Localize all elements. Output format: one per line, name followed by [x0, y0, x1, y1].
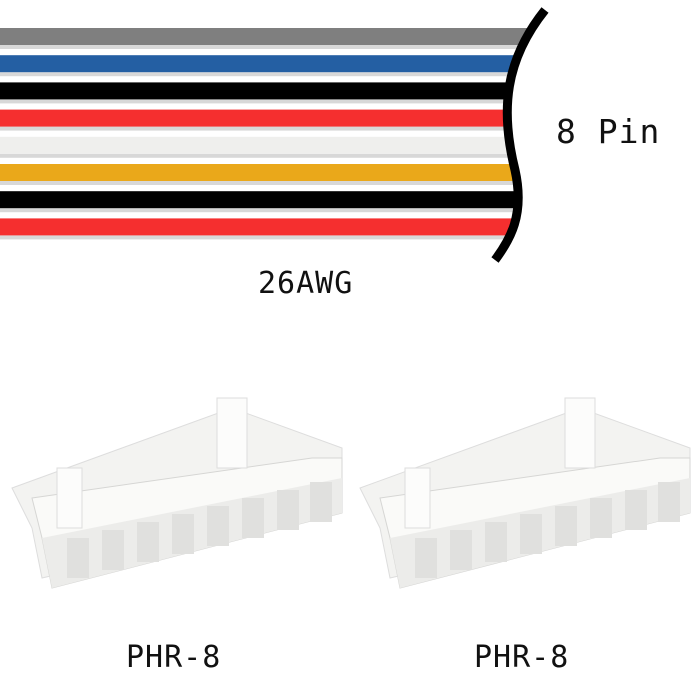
- wire-red: [0, 218, 545, 236]
- wire-shadow: [0, 99, 545, 104]
- wire-black: [0, 191, 545, 209]
- connector-left-label: PHR-8: [126, 640, 222, 675]
- wire-orange: [0, 164, 545, 181]
- wire-black: [0, 82, 545, 100]
- wire-shadow: [0, 235, 545, 240]
- wire-shadow: [0, 72, 545, 77]
- pin-count-label: 8 Pin: [556, 112, 661, 151]
- wire-shadow: [0, 181, 545, 185]
- wire-shadow: [0, 208, 545, 213]
- connector-right-label: PHR-8: [474, 640, 570, 675]
- phr8-connector-right: [359, 397, 691, 589]
- phr8-connector-left: [11, 397, 343, 589]
- wire-shadow: [0, 153, 545, 158]
- wire-shadow: [0, 126, 545, 131]
- wire-red: [0, 109, 545, 127]
- wire-shadow: [0, 45, 545, 49]
- wire-gray: [0, 28, 545, 45]
- wire-blue: [0, 55, 545, 73]
- cable-break-curve: [491, 7, 549, 263]
- wire-gauge-label: 26AWG: [258, 266, 354, 301]
- wire-white: [0, 136, 545, 154]
